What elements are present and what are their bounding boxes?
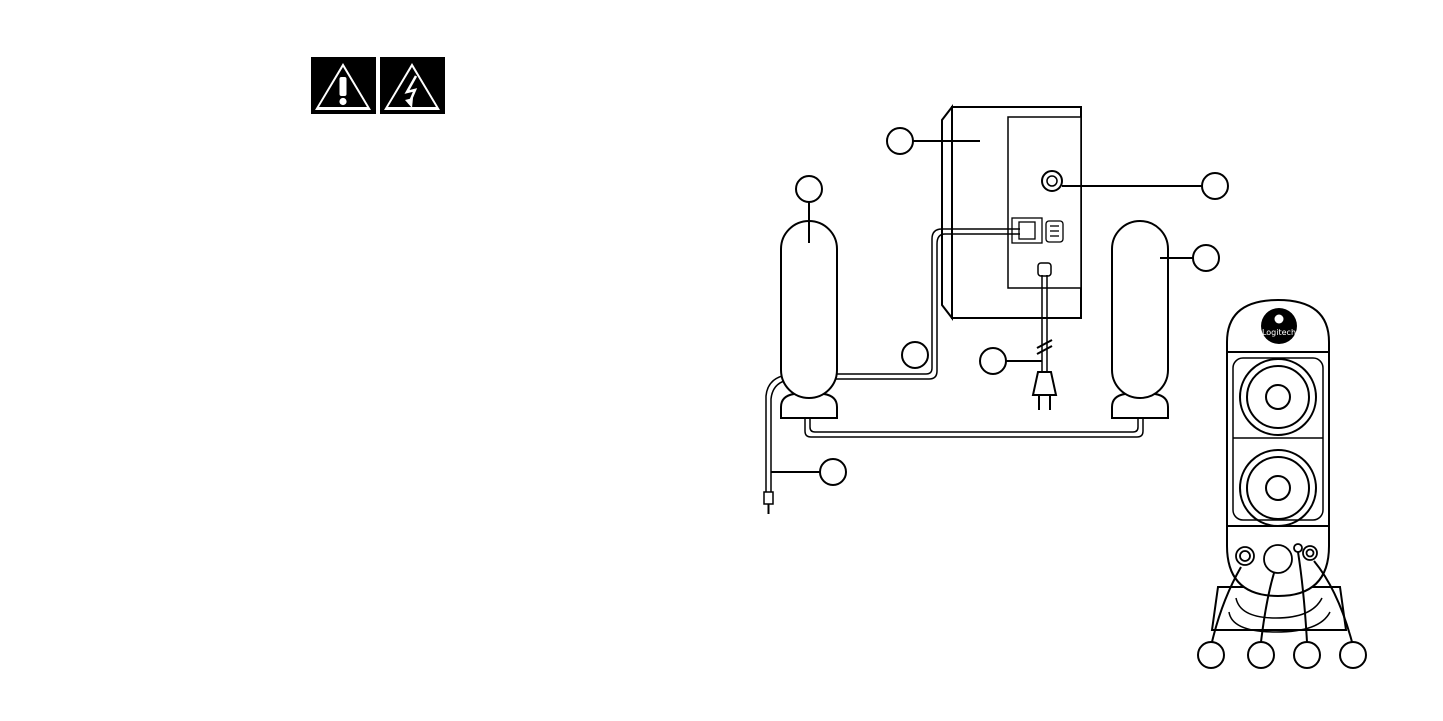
control-left-jack	[1236, 547, 1254, 565]
callout-power-cord	[980, 348, 1042, 374]
satellite-connector	[1012, 218, 1063, 243]
lightning-warning-icon	[380, 57, 445, 114]
right-satellite	[1112, 221, 1168, 418]
brand-logo-text: Logitech	[1262, 328, 1296, 337]
control-volume-knob	[1264, 545, 1292, 573]
control-right-jack	[1303, 546, 1317, 560]
power-socket	[1038, 263, 1051, 276]
subwoofer	[942, 107, 1081, 318]
logitech-logo: Logitech	[1261, 308, 1297, 344]
left-satellite	[781, 221, 837, 418]
exclamation-warning-icon	[311, 57, 376, 114]
headphone-jack	[1042, 171, 1062, 191]
callout-headphone-jack	[1062, 173, 1228, 199]
control-power-led	[1294, 544, 1302, 552]
callout-satellite-cable	[902, 342, 928, 368]
callout-audio-input-cable	[771, 459, 846, 485]
